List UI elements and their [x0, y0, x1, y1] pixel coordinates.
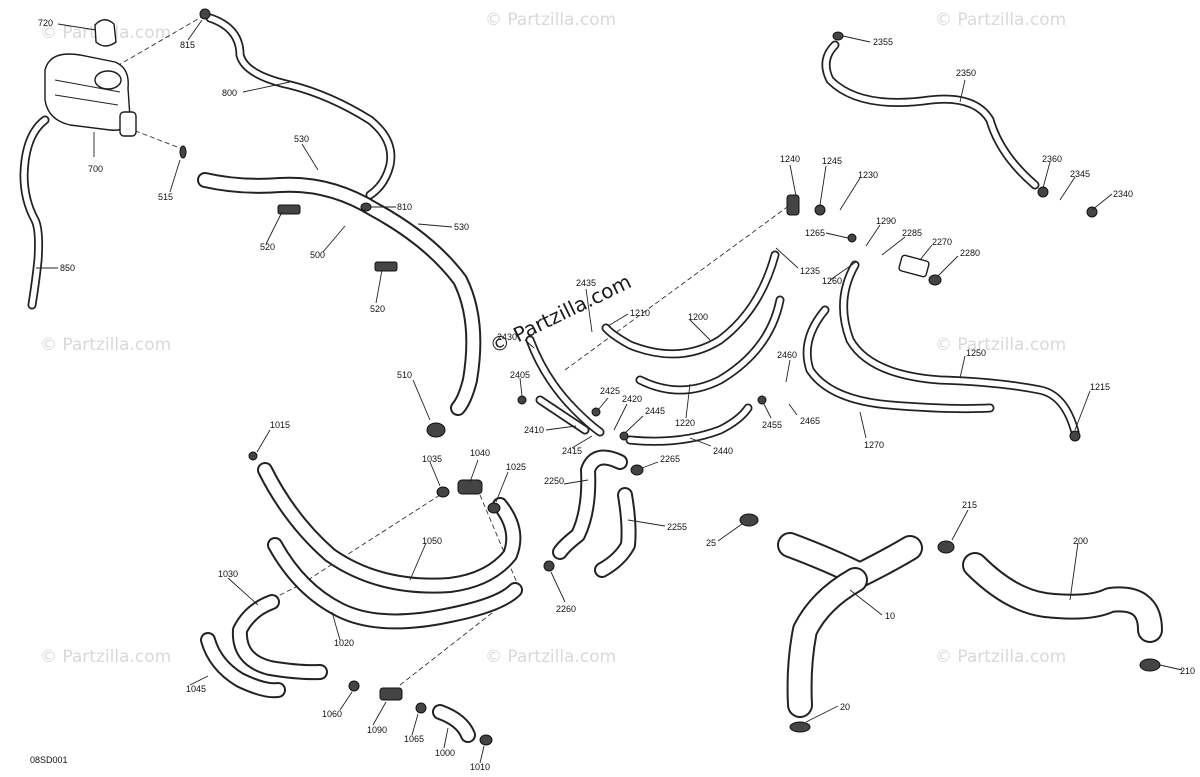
callout-1045: 1045	[186, 684, 206, 694]
callout-2270: 2270	[932, 237, 952, 247]
callout-1230: 1230	[858, 170, 878, 180]
callout-200: 200	[1073, 536, 1088, 546]
watermark-text: © Partzilla.com	[485, 10, 616, 30]
callout-1015: 1015	[270, 420, 290, 430]
callout-1090: 1090	[367, 725, 387, 735]
callout-2350: 2350	[956, 68, 976, 78]
pipe-10	[777, 532, 1163, 718]
callout-1265: 1265	[805, 228, 825, 238]
callout-2250: 2250	[544, 476, 564, 486]
callout-2340: 2340	[1113, 189, 1133, 199]
clamps	[179, 8, 1161, 746]
callout-2435: 2435	[576, 278, 596, 288]
hose-850	[19, 115, 50, 310]
watermark-text: © Partzilla.com	[40, 335, 171, 355]
callout-1060: 1060	[322, 709, 342, 719]
callout-1030: 1030	[218, 569, 238, 579]
hose-2250	[552, 449, 637, 578]
callout-2445: 2445	[645, 406, 665, 416]
callout-1000: 1000	[435, 748, 455, 758]
callout-10: 10	[885, 611, 895, 621]
callout-810: 810	[397, 202, 412, 212]
hose-1250	[802, 260, 1080, 437]
callout-20: 20	[840, 702, 850, 712]
callout-1065: 1065	[404, 734, 424, 744]
callout-720: 720	[38, 18, 53, 28]
callout-2425: 2425	[600, 386, 620, 396]
callout-2265: 2265	[660, 454, 680, 464]
callout-1235: 1235	[800, 266, 820, 276]
callout-530: 530	[454, 222, 469, 232]
hose-800	[205, 13, 396, 200]
callout-1215: 1215	[1090, 382, 1110, 392]
callout-1270: 1270	[864, 440, 884, 450]
callout-215: 215	[962, 500, 977, 510]
callout-1240: 1240	[780, 154, 800, 164]
watermark-text: © Partzilla.com	[935, 335, 1066, 355]
callout-2410: 2410	[524, 425, 544, 435]
hose-2410-2440	[525, 254, 930, 446]
hose-1200	[601, 250, 785, 395]
hose-1050	[257, 462, 523, 630]
diagram-code: 08SD001	[30, 755, 68, 765]
callout-1290: 1290	[876, 216, 896, 226]
callout-25: 25	[706, 538, 716, 548]
callout-1210: 1210	[630, 308, 650, 318]
callout-1010: 1010	[470, 762, 490, 772]
callout-1020: 1020	[334, 638, 354, 648]
watermark-layer: © Partzilla.com © Partzilla.com © Partzi…	[40, 10, 1066, 667]
callout-1200: 1200	[688, 312, 708, 322]
callout-1025: 1025	[506, 462, 526, 472]
callout-515: 515	[158, 192, 173, 202]
callout-850: 850	[60, 263, 75, 273]
coolant-reservoir	[44, 19, 137, 137]
callout-520: 520	[260, 242, 275, 252]
callout-1260: 1260	[822, 276, 842, 286]
callout-2285: 2285	[902, 228, 922, 238]
callout-530: 530	[294, 134, 309, 144]
callout-2430: 2430	[497, 332, 517, 342]
callout-520: 520	[370, 304, 385, 314]
callout-2405: 2405	[510, 370, 530, 380]
callout-815: 815	[180, 40, 195, 50]
callout-2460: 2460	[777, 350, 797, 360]
callout-1050: 1050	[422, 536, 442, 546]
callout-2455: 2455	[762, 420, 782, 430]
callout-2280: 2280	[960, 248, 980, 258]
watermark-text: © Partzilla.com	[485, 647, 616, 667]
hose-1030	[200, 594, 476, 743]
leader-lines	[36, 19, 1183, 764]
hose-500	[197, 172, 482, 416]
callout-2255: 2255	[667, 522, 687, 532]
watermark-main: © Partzilla.com	[486, 269, 635, 358]
watermark-text: © Partzilla.com	[935, 10, 1066, 30]
callout-500: 500	[310, 250, 325, 260]
callout-1035: 1035	[422, 454, 442, 464]
callout-210: 210	[1180, 666, 1195, 676]
callout-1250: 1250	[966, 348, 986, 358]
callout-2415: 2415	[562, 446, 582, 456]
callout-700: 700	[88, 164, 103, 174]
callout-510: 510	[397, 370, 412, 380]
hose-2350	[821, 40, 1040, 190]
callout-1040: 1040	[470, 448, 490, 458]
callout-2420: 2420	[622, 394, 642, 404]
callout-800: 800	[222, 88, 237, 98]
callout-2345: 2345	[1070, 169, 1090, 179]
watermark-text: © Partzilla.com	[40, 647, 171, 667]
callout-2440: 2440	[713, 446, 733, 456]
callout-2260: 2260	[556, 604, 576, 614]
watermark-text: © Partzilla.com	[935, 647, 1066, 667]
callout-2465: 2465	[800, 416, 820, 426]
callout-1220: 1220	[675, 418, 695, 428]
callout-2360: 2360	[1042, 154, 1062, 164]
callout-2355: 2355	[873, 37, 893, 47]
callout-1245: 1245	[822, 156, 842, 166]
callout-labels: 720 815 800 700 515 530 810 530 520 500 …	[38, 18, 1195, 772]
